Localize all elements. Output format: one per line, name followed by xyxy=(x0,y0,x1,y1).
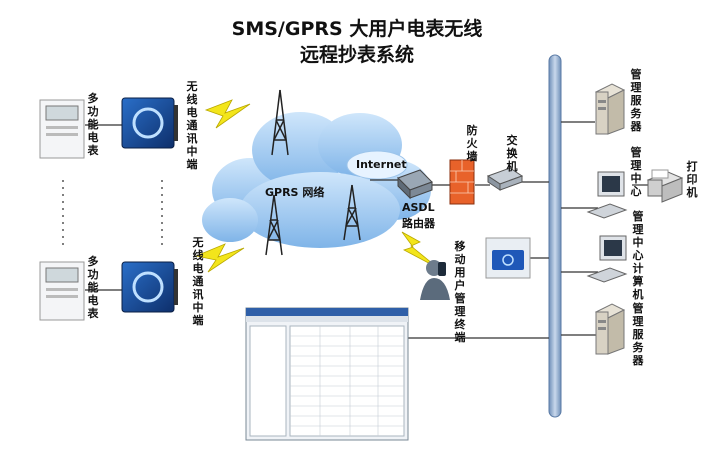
lightning-bolts xyxy=(194,99,439,273)
printer xyxy=(646,169,684,203)
label-mgmt-computer: 管理中心计算机 xyxy=(632,210,644,301)
label-meter-bottom: 多功能电表 xyxy=(87,255,99,320)
device-photo xyxy=(485,237,531,279)
label-terminal-top: 无线电通讯中端 xyxy=(186,80,198,171)
label-mobile: 移动用户管理终端 xyxy=(454,240,466,344)
internet-bubble xyxy=(346,150,408,180)
diagram-title-line1: SMS/GPRS 大用户电表无线 xyxy=(231,18,483,40)
terminal-top xyxy=(121,97,178,149)
meter-bottom xyxy=(39,261,85,321)
mobile-user xyxy=(420,260,450,300)
server-top xyxy=(594,83,626,135)
label-terminal-bottom: 无线电通讯中端 xyxy=(192,236,204,327)
tower-right xyxy=(343,184,361,241)
mgmt-center-computer-2 xyxy=(586,235,628,283)
label-internet: Internet xyxy=(356,158,407,171)
mgmt-center-computer xyxy=(586,171,628,219)
label-printer: 打印机 xyxy=(686,160,698,199)
towers xyxy=(265,89,361,256)
label-mgmt-center: 管理中心 xyxy=(630,146,642,198)
asdl-router xyxy=(397,169,433,200)
label-asdl: ASDL xyxy=(402,201,435,214)
label-switch: 交换机 xyxy=(506,134,518,173)
label-firewall: 防火墙 xyxy=(466,124,478,163)
network-bus xyxy=(548,54,562,418)
tower-top xyxy=(271,89,289,156)
meter-top xyxy=(39,99,85,159)
software-screenshot xyxy=(245,307,409,441)
network-switch xyxy=(486,167,524,191)
label-server-top: 管理服务器 xyxy=(630,68,642,133)
server-bottom xyxy=(594,303,626,355)
tower-left xyxy=(265,194,283,256)
connection-lines xyxy=(85,121,648,339)
label-server-bottom: 管理服务器 xyxy=(632,302,644,367)
label-router: 路由器 xyxy=(402,217,435,230)
diagram-title-line2: 远程抄表系统 xyxy=(299,44,414,66)
dotted-separators xyxy=(62,180,163,245)
terminal-bottom xyxy=(121,261,178,313)
label-meter-top: 多功能电表 xyxy=(87,92,99,157)
firewall xyxy=(449,159,475,205)
label-gprs: GPRS 网络 xyxy=(265,186,325,199)
